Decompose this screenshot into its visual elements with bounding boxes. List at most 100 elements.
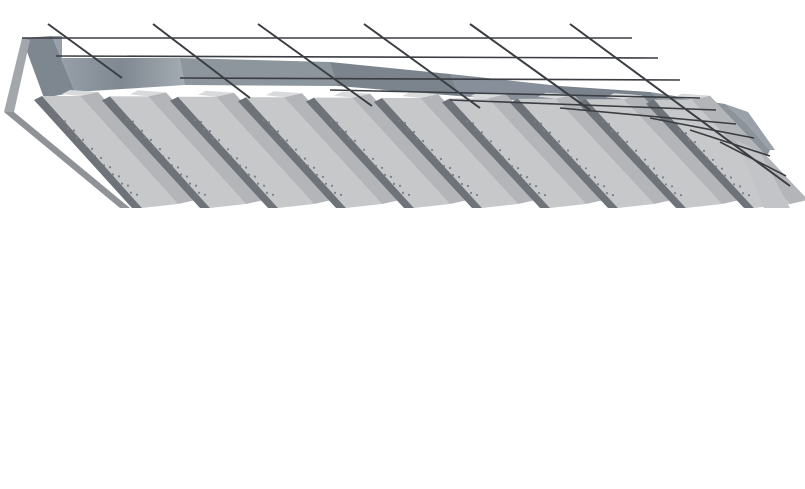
perforation-dot [732, 183, 736, 186]
perforation-dot [501, 156, 505, 159]
rib-fold [62, 90, 98, 96]
perforation-dot [353, 139, 357, 142]
perforation-dot [465, 120, 469, 123]
perforation-dot [397, 119, 401, 123]
perforation-dot [407, 193, 411, 196]
perforation-dot [84, 145, 88, 148]
deck-rib [578, 93, 740, 208]
perforation-dot [415, 137, 419, 141]
rib-web [284, 93, 400, 204]
perforation-dot [661, 176, 665, 179]
perforation-dot [167, 157, 171, 160]
perforation-dot [392, 182, 396, 185]
perforation-dot [374, 164, 378, 167]
perforation-dot [711, 158, 715, 161]
rib-web [556, 94, 672, 204]
perforation-dot [93, 154, 97, 158]
perforation-dot [729, 176, 733, 179]
perforation-dot [161, 155, 165, 158]
perforation-dot [362, 148, 366, 151]
rib-inner-wall [442, 98, 550, 208]
perforation-dot [460, 182, 464, 186]
rib-top-face [110, 96, 246, 208]
perforation-dot [271, 193, 275, 196]
perforation-dot [383, 173, 387, 176]
rib-inner-wall [34, 96, 142, 208]
perforation-dot [584, 167, 588, 170]
perforation-dot [356, 146, 360, 149]
perforation-dot [510, 165, 514, 168]
perforation-dot [66, 127, 70, 130]
perforation-dot [135, 193, 139, 196]
rebar-longitudinal [179, 77, 681, 81]
rebar-longitudinal [55, 55, 659, 59]
perforation-dot [262, 184, 266, 187]
perforation-dot [143, 136, 147, 139]
rib-web [80, 92, 196, 204]
rib-fold [198, 90, 234, 97]
perforation-dot [448, 166, 452, 170]
perforation-dot [129, 191, 133, 194]
rib-inner-wall [170, 96, 278, 208]
perforation-dot [267, 121, 271, 124]
perforation-dot [306, 164, 310, 167]
perforation-dot [670, 185, 674, 188]
perforation-dot [338, 128, 342, 131]
rib-top-face [42, 96, 178, 208]
rib-fold [334, 91, 370, 98]
perforation-dot [551, 138, 555, 141]
perforation-dot [226, 148, 230, 151]
rib-top-face [450, 98, 586, 208]
perforation-dot [75, 136, 79, 139]
perforation-dot [199, 120, 203, 124]
perforation-dot [607, 122, 611, 126]
perforation-dot [81, 138, 85, 141]
perforation-dot [330, 184, 334, 187]
perforation-dot [140, 129, 144, 132]
perforation-dot [179, 173, 183, 176]
perforation-dot [528, 183, 532, 186]
perforation-dot [365, 155, 369, 158]
perforation-dot [412, 130, 416, 134]
perforation-dot [185, 175, 189, 178]
perforation-dot [202, 128, 206, 131]
perforation-dot [371, 157, 375, 160]
perforation-dot [475, 193, 479, 197]
perforation-dot [203, 193, 207, 196]
perforation-dot [684, 132, 688, 135]
rib-inner-wall [306, 97, 414, 208]
perforation-dot [507, 158, 511, 161]
perforation-dot [605, 192, 609, 195]
perforation-dot [616, 131, 620, 134]
perforation-dot [489, 140, 493, 143]
perforation-dot [533, 120, 537, 123]
perforation-dot [279, 137, 283, 140]
perforation-dot [560, 147, 564, 150]
deck-ribs [34, 90, 805, 208]
perforation-dot [720, 167, 724, 170]
perforation-dot [738, 185, 742, 188]
perforation-dot [194, 184, 198, 187]
perforation-dot [57, 118, 61, 121]
rib-top-face [178, 96, 314, 208]
perforation-dot [315, 173, 319, 176]
rib-inner-wall [238, 97, 346, 208]
perforation-dot [433, 155, 437, 159]
perforation-dot [329, 119, 333, 122]
perforation-dot [288, 146, 292, 149]
perforation-dot [126, 184, 130, 187]
perforation-dot [389, 175, 393, 178]
perforation-dot [134, 127, 138, 130]
perforation-dot [256, 182, 260, 185]
perforation-dot [634, 149, 638, 152]
perforation-dot [430, 148, 434, 152]
perforation-dot [170, 164, 174, 167]
perforation-dot [611, 194, 615, 197]
perforation-dot [601, 120, 605, 124]
perforation-dot [610, 129, 614, 132]
perforation-dot [217, 139, 221, 142]
perforation-dot [578, 165, 582, 168]
perforation-dot [741, 192, 745, 195]
perforation-dot [702, 149, 706, 152]
rebar-diagonal [47, 23, 123, 79]
